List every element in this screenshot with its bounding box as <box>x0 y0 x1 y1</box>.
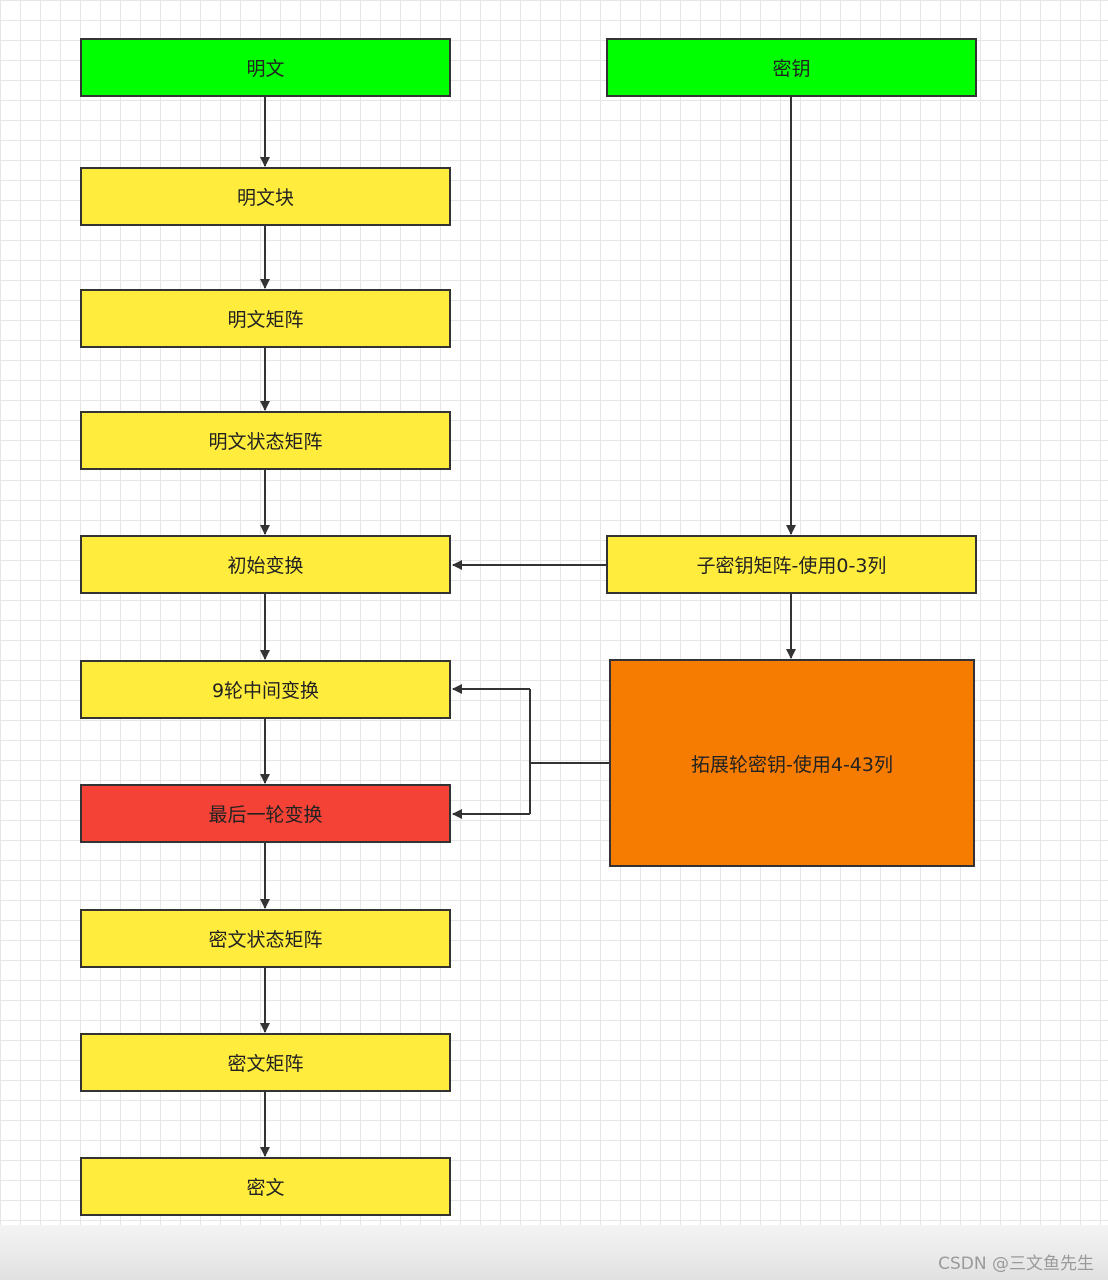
node-ciphertext: 密文 <box>80 1157 451 1216</box>
node-expanded-round-keys: 拓展轮密钥-使用4-43列 <box>609 659 975 867</box>
node-subkey-matrix: 子密钥矩阵-使用0-3列 <box>606 535 977 594</box>
node-ciphertext-matrix: 密文矩阵 <box>80 1033 451 1092</box>
node-key: 密钥 <box>606 38 977 97</box>
node-plaintext: 明文 <box>80 38 451 97</box>
watermark-text: CSDN @三文鱼先生 <box>938 1254 1094 1274</box>
node-plaintext-matrix: 明文矩阵 <box>80 289 451 348</box>
node-nine-rounds: 9轮中间变换 <box>80 660 451 719</box>
node-ciphertext-state-matrix: 密文状态矩阵 <box>80 909 451 968</box>
node-plaintext-block: 明文块 <box>80 167 451 226</box>
diagram-canvas: 明文 密钥 明文块 明文矩阵 明文状态矩阵 初始变换 子密钥矩阵-使用0-3列 … <box>0 0 1108 1225</box>
node-plaintext-state-matrix: 明文状态矩阵 <box>80 411 451 470</box>
node-initial-transform: 初始变换 <box>80 535 451 594</box>
edges-layer <box>260 96 796 1157</box>
bottom-bar: CSDN @三文鱼先生 <box>0 1225 1108 1280</box>
node-final-round: 最后一轮变换 <box>80 784 451 843</box>
